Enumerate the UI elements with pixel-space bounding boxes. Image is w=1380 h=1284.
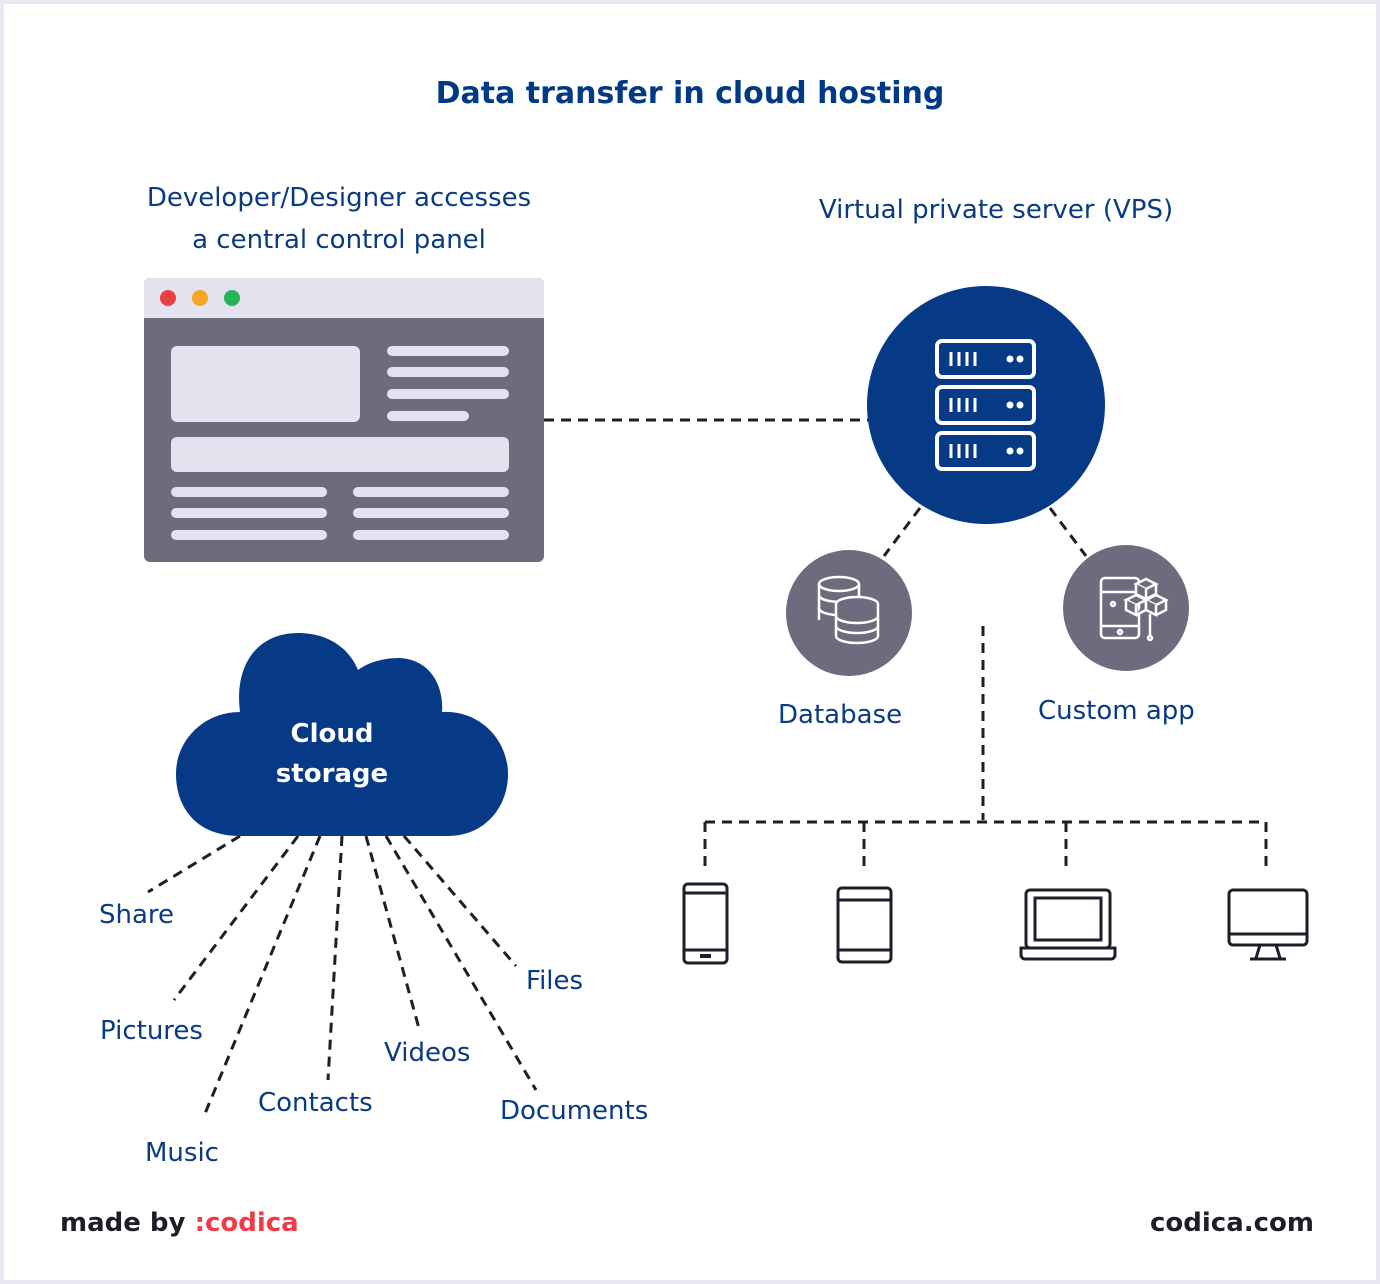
server-rack-icon: [935, 339, 1036, 471]
app-modules-icon: [1099, 576, 1169, 642]
control-panel-window: [144, 278, 544, 562]
cloud-label-line1: Cloud: [290, 719, 374, 749]
cloud-storage-shape: [176, 633, 508, 836]
cloud-storage-label: Cloud storage: [252, 714, 412, 794]
music-line: [202, 835, 322, 1117]
files-label: Files: [526, 966, 584, 996]
database-label: Database: [778, 700, 903, 730]
vps-to-app-line: [1048, 507, 1088, 557]
share-line: [147, 834, 241, 894]
connector-lines: [147, 418, 1268, 1117]
contacts-label: Contacts: [258, 1088, 373, 1118]
control-panel-heading: Developer/Designer accesses a central co…: [128, 177, 550, 261]
laptop-icon: [1019, 888, 1117, 961]
documents-line: [384, 835, 538, 1091]
window-maximize-dot: [224, 290, 240, 306]
pictures-label: Pictures: [100, 1016, 203, 1046]
vps-server-node: [867, 286, 1105, 524]
files-line: [402, 835, 518, 967]
custom-app-node: [1063, 545, 1189, 671]
site-link[interactable]: codica.com: [1150, 1208, 1314, 1238]
control-panel-heading-line1: Developer/Designer accesses: [146, 183, 532, 213]
custom-app-label: Custom app: [1038, 696, 1195, 726]
database-icon: [817, 575, 880, 645]
window-minimize-dot: [192, 290, 208, 306]
page-title: Data transfer in cloud hosting: [435, 76, 945, 111]
videos-line: [364, 835, 422, 1033]
pictures-line: [172, 835, 300, 1001]
music-label: Music: [145, 1138, 219, 1168]
database-node: [786, 550, 912, 676]
share-label: Share: [99, 900, 175, 930]
made-by-credit: made by :codica: [60, 1208, 299, 1238]
cloud-label-line2: storage: [275, 759, 389, 789]
vps-heading: Virtual private server (VPS): [818, 195, 1174, 225]
window-close-dot: [160, 290, 176, 306]
desktop-icon: [1227, 888, 1309, 961]
contacts-line: [326, 835, 344, 1081]
vps-to-database-line: [882, 507, 922, 557]
control-panel-heading-line2: a central control panel: [192, 225, 486, 255]
codica-logo: :codica: [194, 1208, 299, 1238]
documents-label: Documents: [500, 1096, 649, 1126]
tablet-icon: [836, 886, 893, 964]
videos-label: Videos: [384, 1038, 471, 1068]
smartphone-icon: [682, 882, 729, 965]
made-by-text: made by: [60, 1208, 186, 1238]
